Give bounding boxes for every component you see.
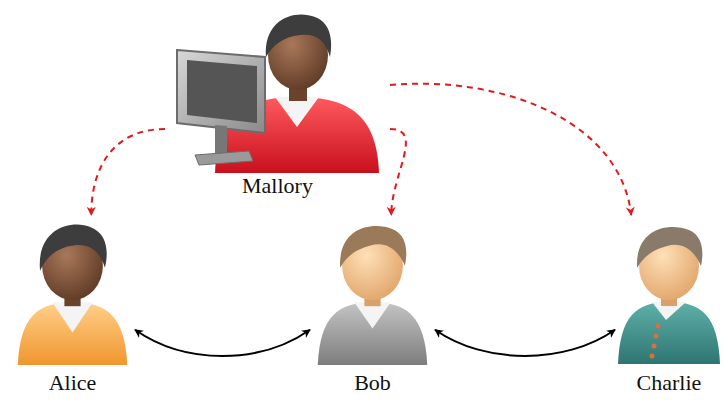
communication-arrow — [135, 330, 310, 356]
person-name: Bob — [310, 370, 435, 396]
person-name: Charlie — [615, 370, 723, 396]
attacker-icon — [165, 5, 390, 175]
attack-arrow — [390, 84, 631, 215]
person-node: Mallory — [165, 5, 390, 205]
communication-arrow — [435, 330, 615, 356]
person-node: Charlie — [615, 215, 723, 400]
person-node: Bob — [310, 215, 435, 400]
person-name: Mallory — [165, 173, 390, 199]
person-name: Alice — [10, 370, 135, 396]
person-icon — [310, 215, 435, 367]
person-node: Alice — [10, 215, 135, 400]
person-icon — [10, 215, 135, 367]
attack-arrow — [91, 129, 165, 215]
attack-arrow — [390, 129, 406, 215]
person-icon — [614, 215, 724, 367]
